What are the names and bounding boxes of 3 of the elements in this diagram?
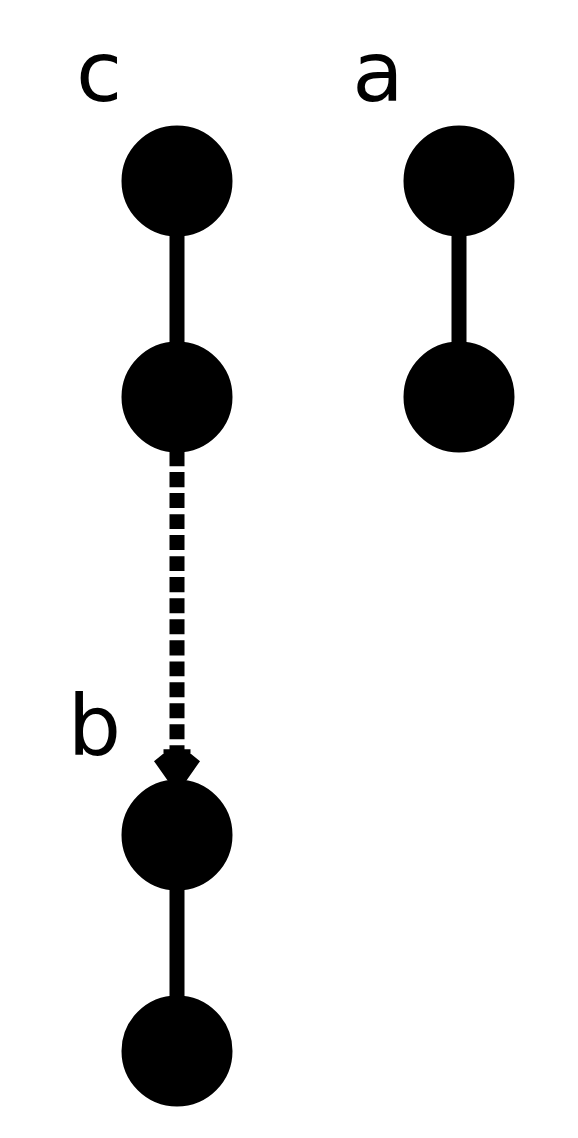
node-label: c xyxy=(75,22,122,121)
node-label: a xyxy=(351,22,404,121)
node-label: b xyxy=(67,676,121,775)
